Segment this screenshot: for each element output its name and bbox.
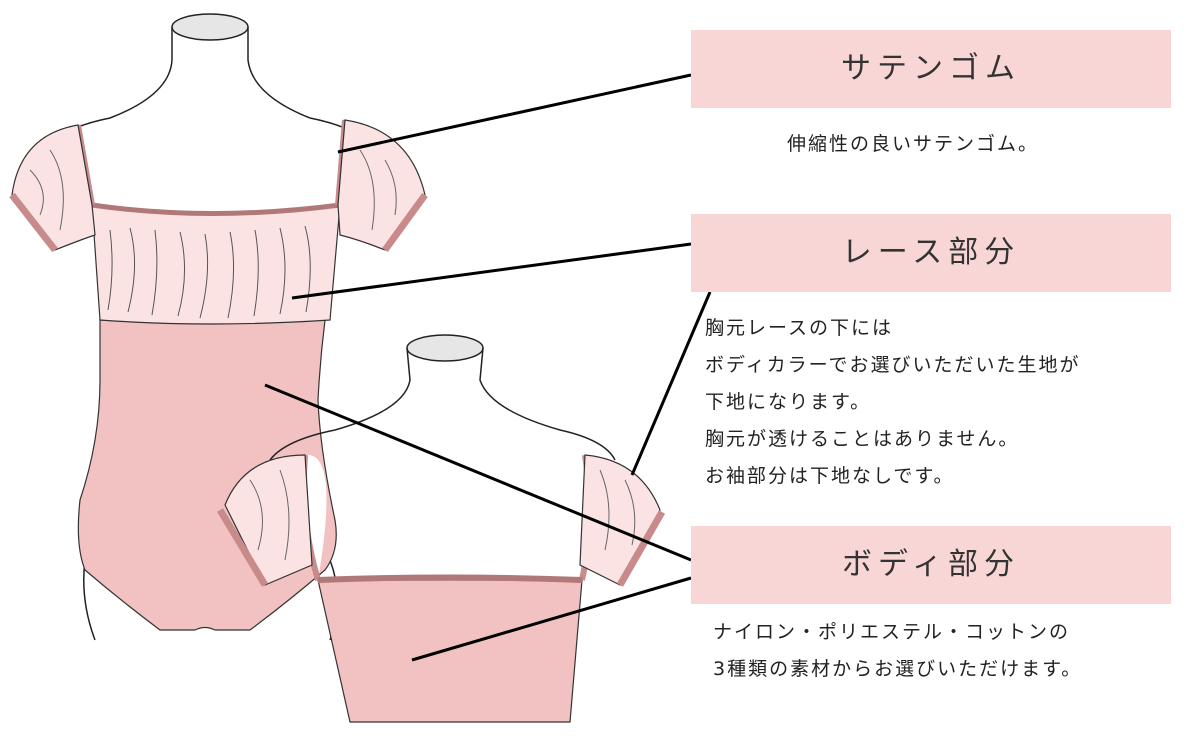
desc-line: 胸元レースの下には (705, 317, 894, 339)
back-left-sleeve (224, 454, 313, 586)
desc-line: 下地になります。 (705, 391, 872, 413)
desc-line: ボディカラーでお選びいただいた生地が (705, 354, 1081, 376)
desc-body-part: ナイロン・ポリエステル・コットンの 3種類の素材からお選びいただけます。 (713, 614, 1082, 688)
back-body-fabric (303, 454, 594, 580)
front-right-sleeve (337, 119, 426, 251)
desc-line: お袖部分は下地なしです。 (705, 465, 955, 487)
desc-line: 3種類の素材からお選びいただけます。 (713, 658, 1083, 680)
leader-lines (264, 73, 712, 662)
back-mannequin (269, 334, 616, 461)
leader-line-lace (291, 242, 692, 300)
desc-lace-part: 胸元レースの下には ボディカラーでお選びいただいた生地が 下地になります。 胸元… (705, 310, 1081, 495)
label-body-part: ボディ部分 (691, 526, 1171, 604)
desc-line: 胸元が透けることはありません。 (705, 428, 1020, 450)
leader-line-body-front (264, 383, 692, 562)
leader-line-lace-sleeve (630, 291, 712, 476)
desc-line: 伸縮性の良いサテンゴム。 (787, 133, 1040, 155)
desc-line: ナイロン・ポリエステル・コットンの (713, 621, 1071, 643)
leader-line-satin (337, 73, 692, 154)
label-lace-part: レース部分 (691, 214, 1171, 292)
leader-line-body-back (411, 576, 692, 662)
desc-satin-elastic: 伸縮性の良いサテンゴム。 (787, 126, 1039, 163)
label-satin-elastic: サテンゴム (691, 30, 1171, 108)
